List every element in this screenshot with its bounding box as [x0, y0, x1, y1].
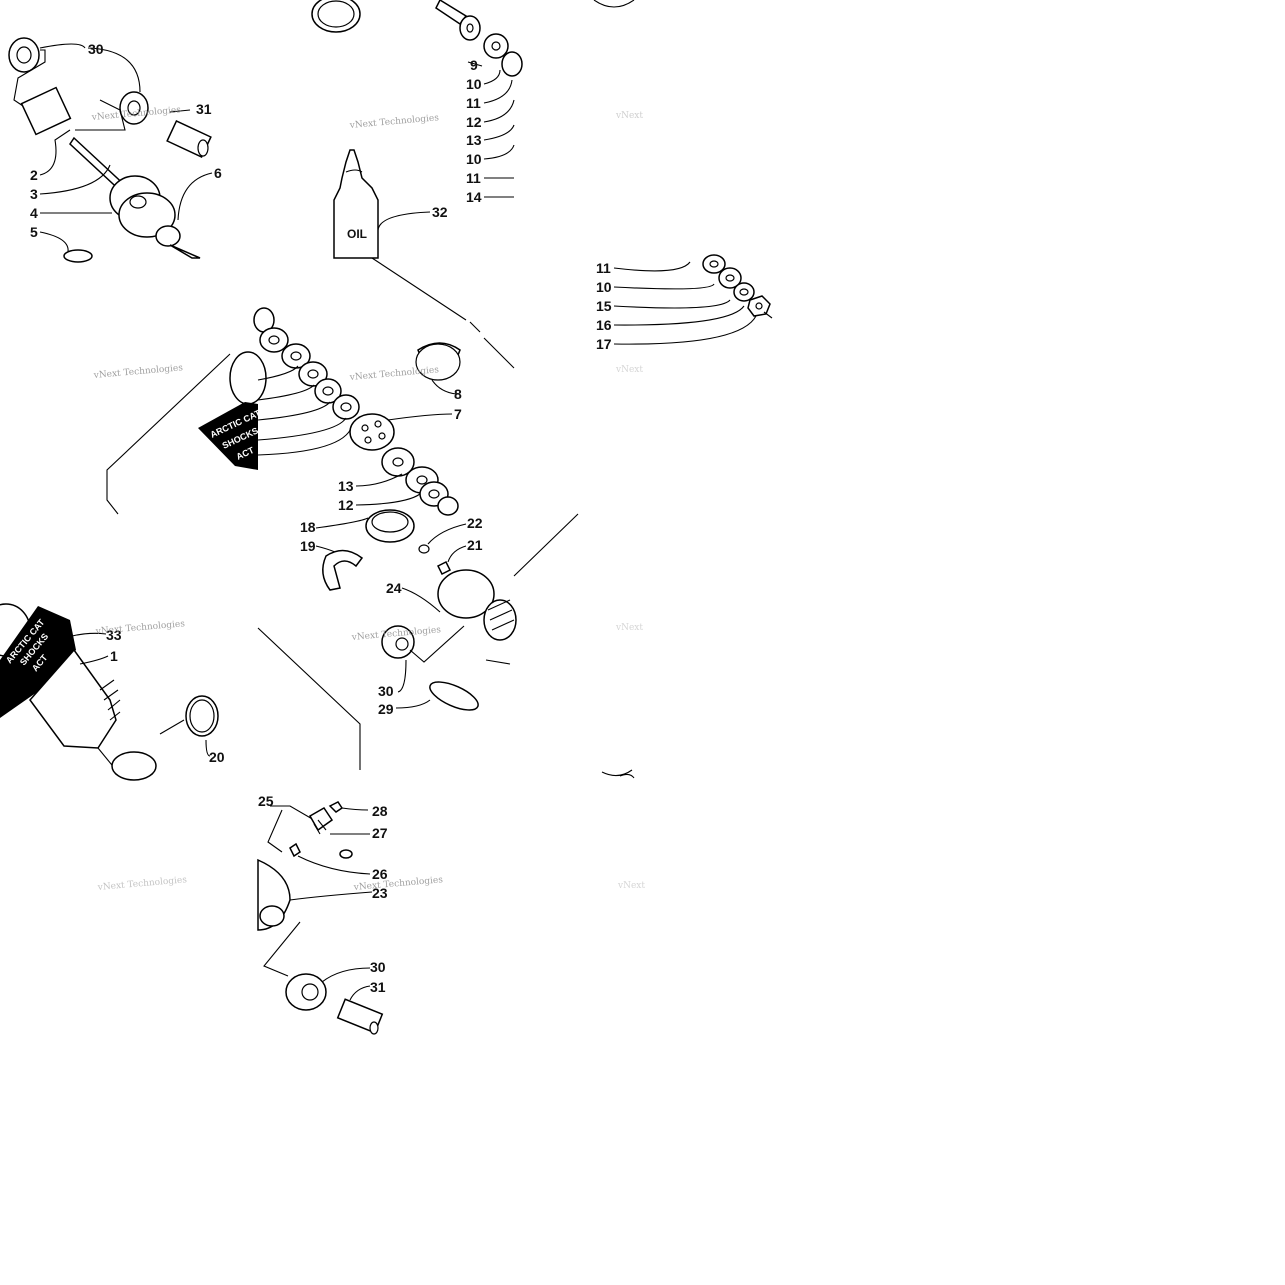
tile-decal-left: ARCTIC CAT SHOCKS ACT vNext Technologies: [92, 351, 267, 515]
callout: 8: [454, 386, 462, 402]
callout: 9: [470, 57, 478, 73]
watermark: vNext Technologies: [94, 619, 185, 637]
tile-shim-stack: 11 10 15 16 17: [596, 254, 773, 352]
svg-text:vNext: vNext: [615, 623, 643, 633]
callout: 12: [338, 497, 354, 513]
watermark-fragment: vNext: [615, 111, 643, 121]
callout: 2: [30, 167, 38, 183]
watermark: vNext Technologies: [352, 875, 443, 893]
callout: 13: [466, 132, 482, 148]
callout: 30: [378, 683, 394, 699]
callout: 27: [372, 825, 388, 841]
svg-text:vNext: vNext: [615, 365, 643, 375]
tile-reservoir-cap: 18 19 22 21 24 30 29 vNext Technologies: [257, 509, 579, 770]
callout: 19: [300, 538, 316, 554]
callout: 30: [88, 41, 104, 57]
callout: 31: [370, 979, 386, 995]
bottle-label: OIL: [347, 227, 367, 241]
callout: 33: [106, 627, 122, 643]
callout: 11: [466, 170, 481, 186]
tile-oil-and-shims: OIL 9 10 11 12 13 10 11 14 32 vNext Tech…: [311, 0, 523, 259]
callout: 28: [372, 803, 388, 819]
tile-piston-assembly: 8 7 13 12 vNext Technologies: [253, 257, 515, 516]
watermark: vNext Technologies: [348, 113, 439, 131]
callout: 11: [466, 95, 481, 111]
callout: 21: [467, 537, 483, 553]
callout: 26: [372, 866, 388, 882]
callout: 5: [30, 224, 38, 240]
tile-shock-body: ARCTIC CAT SHOCKS ACT 33 1 20 vNext Tech…: [0, 603, 225, 781]
callout: 31: [196, 101, 212, 117]
callout: 6: [214, 165, 222, 181]
callout: 7: [454, 406, 462, 422]
callout: 20: [209, 749, 225, 765]
callout: 23: [372, 885, 388, 901]
callout: 22: [467, 515, 483, 531]
faint-fragments: vNext vNext vNext: [601, 365, 645, 891]
callout: 32: [432, 204, 448, 220]
callout: 1: [110, 648, 118, 664]
callout: 16: [596, 317, 612, 333]
tile-shock-top: 30 31 2 3 4 5 6 vNext Technologies: [8, 37, 222, 263]
callout: 11: [596, 260, 611, 276]
tile-valve-and-bushing: 25 28 27 26 23 30 31 vNext Technologies …: [96, 793, 444, 1035]
callout: 10: [466, 76, 482, 92]
callout: 30: [370, 959, 386, 975]
callout: 15: [596, 298, 612, 314]
callout: 12: [466, 114, 482, 130]
callout: 10: [596, 279, 612, 295]
watermark: vNext Technologies: [96, 875, 187, 893]
callout: 10: [466, 151, 482, 167]
tile-top-right-fragment: vNext: [593, 0, 643, 121]
svg-text:vNext: vNext: [617, 881, 645, 891]
callout: 18: [300, 519, 316, 535]
callout: 14: [466, 189, 482, 205]
callout: 24: [386, 580, 402, 596]
callout: 25: [258, 793, 274, 809]
callout: 13: [338, 478, 354, 494]
callout: 3: [30, 186, 38, 202]
callout: 29: [378, 701, 394, 717]
callout: 4: [30, 205, 38, 221]
watermark: vNext Technologies: [92, 363, 183, 381]
watermark: vNext Technologies: [348, 365, 439, 383]
callout: 17: [596, 336, 612, 352]
